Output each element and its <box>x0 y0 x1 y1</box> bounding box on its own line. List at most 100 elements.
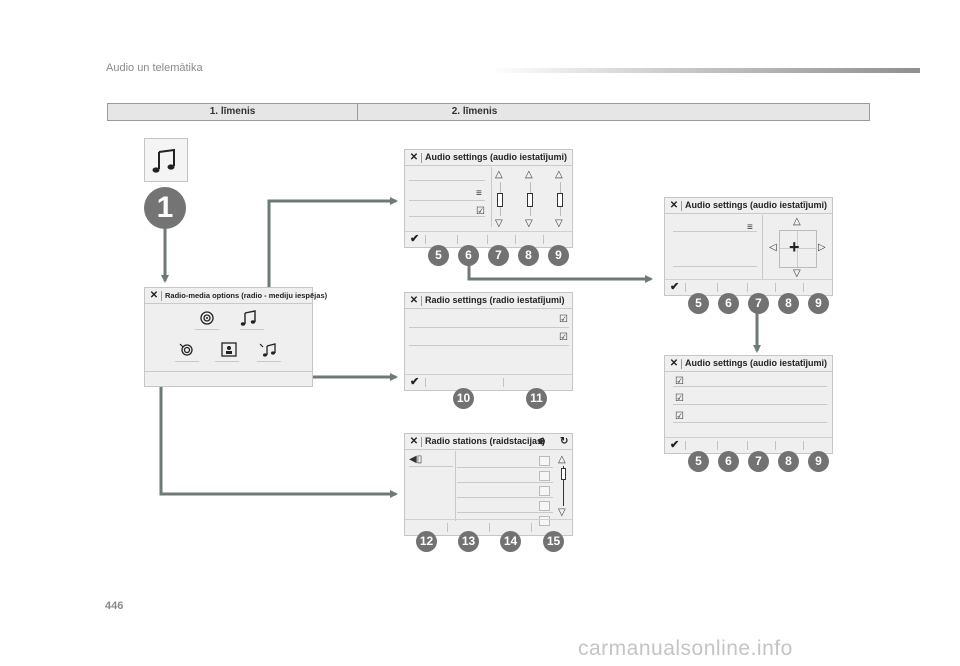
callout-badge: 6 <box>718 293 739 314</box>
close-icon[interactable]: ✕ <box>409 152 419 163</box>
bass-slider[interactable] <box>557 193 563 207</box>
radio-settings-title-bar: ✕ Radio settings (radio iestatījumi) <box>405 293 572 308</box>
level-divider <box>357 104 358 120</box>
media-options-screen: ✕ Radio-media options (radio - mediju ies… <box>144 287 327 387</box>
station-preset-box[interactable] <box>539 456 550 466</box>
radio-signal-icon[interactable] <box>200 311 214 325</box>
arrow-audio-to-audio2 <box>467 263 653 283</box>
checkbox-edit-icon[interactable]: ☑ <box>675 411 684 422</box>
confirm-check-icon[interactable]: ✔ <box>670 439 680 451</box>
header-gradient-bar <box>490 68 920 73</box>
close-icon[interactable]: ✕ <box>409 436 419 447</box>
middle-slider[interactable] <box>527 193 533 207</box>
media-list-icon[interactable] <box>259 343 276 357</box>
media-options-title: Radio-media options (radio - mediju iesp… <box>165 291 328 300</box>
media-options-title-bar: ✕ Radio-media options (radio - mediju ies… <box>145 288 327 303</box>
audio-settings-title: Audio settings (audio iestatījumi) <box>685 358 828 368</box>
radio-list-icon[interactable] <box>179 343 193 356</box>
callout-badge: 7 <box>748 451 769 472</box>
checkbox-edit-icon[interactable]: ☑ <box>559 314 568 325</box>
balance-down-icon[interactable]: ▽ <box>793 268 801 279</box>
callout-badge: 6 <box>718 451 739 472</box>
callout-badge: 5 <box>688 451 709 472</box>
source-touch-icon[interactable]: ◀▯ <box>409 454 423 465</box>
callout-badge: 5 <box>688 293 709 314</box>
balance-cursor-icon[interactable]: + <box>789 237 800 257</box>
checkbox-edit-icon[interactable]: ☑ <box>476 206 485 217</box>
checkbox-edit-icon[interactable]: ☑ <box>559 332 568 343</box>
screen-footer: ✔ <box>405 374 572 390</box>
level-2-label: 2. līmenis <box>451 106 498 117</box>
checkbox-edit-icon[interactable]: ☑ <box>675 376 684 387</box>
level-1-label: 1. līmenis <box>209 106 256 117</box>
callout-badge: 7 <box>748 293 769 314</box>
callout-badge: 6 <box>458 245 479 266</box>
callout-badge: 8 <box>778 293 799 314</box>
balance-right-icon[interactable]: ▷ <box>818 242 826 253</box>
callout-badge: 9 <box>808 293 829 314</box>
treble-up-icon[interactable]: △ <box>495 169 503 180</box>
screen-footer: ✔ <box>665 279 832 295</box>
close-icon[interactable]: ✕ <box>409 295 419 306</box>
audio-settings-title: Audio settings (audio iestatījumi) <box>685 200 828 210</box>
confirm-check-icon[interactable]: ✔ <box>670 281 680 293</box>
station-preset-box[interactable] <box>539 486 550 496</box>
callout-badge: 10 <box>453 388 474 409</box>
section-title: Audio un telemātika <box>106 62 203 74</box>
station-preset-box[interactable] <box>539 501 550 511</box>
treble-down-icon[interactable]: ▽ <box>495 218 503 229</box>
music-source-tile[interactable] <box>144 138 188 182</box>
middle-down-icon[interactable]: ▽ <box>525 218 533 229</box>
music-note-icon[interactable] <box>240 310 256 326</box>
treble-slider[interactable] <box>497 193 503 207</box>
balance-grid[interactable]: + <box>779 230 817 268</box>
scroll-down-icon[interactable]: ▽ <box>558 507 566 518</box>
refresh-icon[interactable]: ↻ <box>560 436 569 447</box>
callout-badge: 13 <box>458 531 479 552</box>
contact-card-icon[interactable] <box>221 342 237 357</box>
radio-stations-title-bar: ✕ Radio stations (raidstacijas) ⊛ ↻ <box>405 434 572 449</box>
callout-badge: 12 <box>416 531 437 552</box>
level-header-bar: 1. līmenis 2. līmenis <box>107 103 870 121</box>
scroll-up-icon[interactable]: △ <box>558 454 566 465</box>
list-scrollbar[interactable] <box>561 468 566 480</box>
audio-settings-title-bar: ✕ Audio settings (audio iestatījumi) <box>665 198 832 213</box>
callout-badge: 9 <box>808 451 829 472</box>
callout-badge: 7 <box>488 245 509 266</box>
audio-settings-title-bar: ✕ Audio settings (audio iestatījumi) <box>665 356 832 371</box>
balance-up-icon[interactable]: △ <box>793 216 801 227</box>
menu-lines-icon[interactable]: ≡ <box>747 222 753 233</box>
checkbox-edit-icon[interactable]: ☑ <box>675 393 684 404</box>
station-preset-box[interactable] <box>539 471 550 481</box>
audio-settings-title: Audio settings (audio iestatījumi) <box>425 152 568 162</box>
close-icon[interactable]: ✕ <box>669 358 679 369</box>
station-preset-box[interactable] <box>539 516 550 526</box>
screen-footer: ✔ <box>405 231 572 247</box>
audio-settings-screen-3: ✕Audio settings (audio iestatījumi) ☑ ☑ … <box>664 355 833 454</box>
menu-lines-icon[interactable]: ≡ <box>476 188 482 199</box>
callout-badge: 5 <box>428 245 449 266</box>
page-number: 446 <box>105 600 124 612</box>
callout-badge: 8 <box>518 245 539 266</box>
radio-list-icon[interactable]: ⊛ <box>538 436 546 446</box>
step-number-1: 1 <box>144 187 186 229</box>
audio-settings-screen-1: ✕Audio settings (audio iestatījumi) ≡ ☑ … <box>404 149 573 248</box>
confirm-check-icon[interactable]: ✔ <box>410 376 420 388</box>
callout-badge: 11 <box>526 388 547 409</box>
close-icon[interactable]: ✕ <box>149 290 159 301</box>
radio-settings-screen: ✕Radio settings (radio iestatījumi) ☑ ☑ … <box>404 292 573 391</box>
balance-left-icon[interactable]: ◁ <box>769 242 777 253</box>
music-note-icon <box>152 148 175 173</box>
callout-badge: 8 <box>778 451 799 472</box>
audio-settings-screen-2: ✕Audio settings (audio iestatījumi) ≡ △ … <box>664 197 833 296</box>
bass-down-icon[interactable]: ▽ <box>555 218 563 229</box>
bass-up-icon[interactable]: △ <box>555 169 563 180</box>
radio-settings-title: Radio settings (radio iestatījumi) <box>425 295 565 305</box>
callout-badge: 15 <box>543 531 564 552</box>
watermark: carmanualsonline.info <box>578 637 793 660</box>
radio-stations-title: Radio stations (raidstacijas) <box>425 436 546 446</box>
callout-badge: 9 <box>548 245 569 266</box>
middle-up-icon[interactable]: △ <box>525 169 533 180</box>
confirm-check-icon[interactable]: ✔ <box>410 233 420 245</box>
close-icon[interactable]: ✕ <box>669 200 679 211</box>
